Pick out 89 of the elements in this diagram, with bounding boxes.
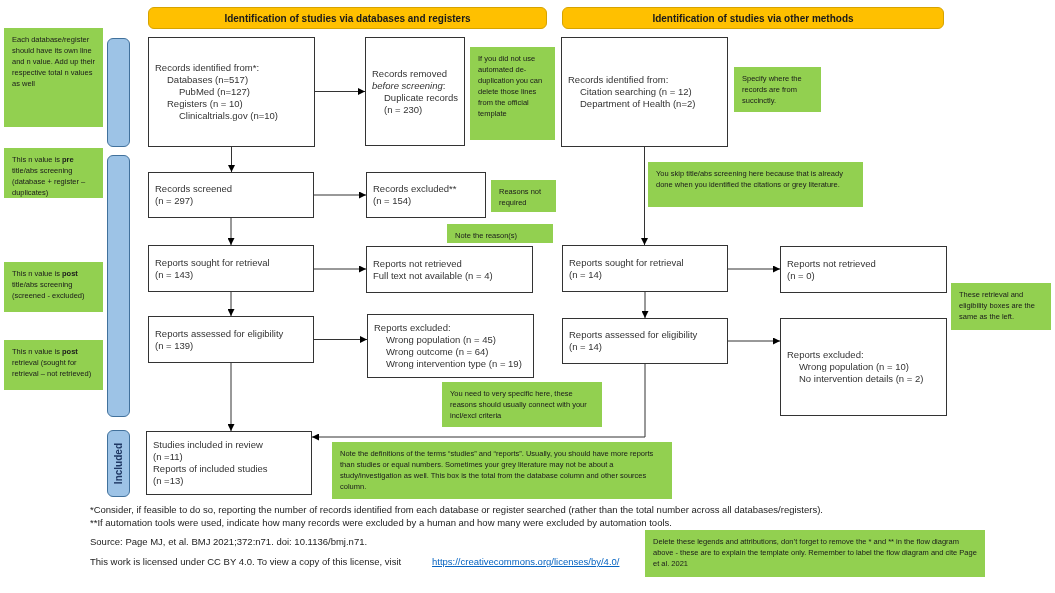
process-box (367, 314, 534, 378)
box-text: Reports excluded: (374, 322, 452, 334)
box-text: Citation searching (n = 12) (579, 86, 693, 98)
sticky-note (332, 442, 672, 499)
arrow (727, 265, 781, 273)
arrow (314, 88, 366, 95)
arrow (227, 362, 235, 432)
arrow (313, 336, 368, 343)
section-header: Identification of studies via other methods (562, 7, 944, 29)
box-text: Reports not retrieved (787, 257, 877, 270)
box-text: (n = 14) (569, 341, 603, 353)
box-text: Records identified from*: (155, 62, 261, 74)
process-box (146, 431, 312, 495)
box-text: Reports sought for retrieval (155, 256, 271, 269)
box-text: (n = 14) (569, 268, 603, 281)
box-text: Reports of included studies (153, 463, 269, 475)
box-text: Wrong population (n = 45) (385, 334, 497, 346)
box-text: (n = 0) (787, 269, 816, 282)
process-box (366, 246, 533, 293)
box-text: Reports not retrieved (373, 257, 463, 270)
box-text: Studies included in review (153, 439, 264, 451)
sticky-note (4, 262, 103, 312)
process-box (562, 318, 728, 364)
box-text: Duplicate records (383, 91, 458, 104)
sticky-note (4, 340, 103, 390)
box-text: (n = 297) (155, 195, 195, 207)
side-band (107, 38, 130, 147)
sticky-note (734, 67, 821, 112)
arrow (311, 363, 646, 441)
section-header: Identification of studies via databases and registers (148, 7, 547, 29)
side-band (107, 155, 130, 417)
box-text: Clinicaltrials.gov (n=10) (178, 110, 279, 122)
process-box (148, 172, 314, 218)
box-text: (n =13) (153, 475, 185, 487)
arrow (641, 291, 649, 319)
arrow (313, 191, 367, 199)
box-text: Wrong population (n = 10) (798, 361, 910, 373)
box-text: No intervention details (n = 2) (798, 373, 925, 385)
band-label: Included (112, 442, 125, 485)
license-link: https://creativecommons.org/licenses/by/4.0/ (432, 555, 620, 569)
box-text: Reports assessed for eligibility (155, 327, 285, 340)
box-text: Department of Health (n=2) (579, 98, 697, 110)
sticky-note (645, 530, 985, 577)
process-box (365, 37, 465, 146)
process-box (148, 316, 314, 363)
arrow (228, 146, 235, 173)
sticky-note (491, 180, 556, 212)
process-box (780, 318, 947, 416)
box-text: (n =11) (153, 451, 184, 463)
box-text: (n = 139) (155, 339, 195, 352)
box-text: Wrong outcome (n = 64) (385, 346, 490, 358)
box-text: Records excluded** (373, 183, 458, 195)
footnote-text: Source: Page MJ, et al. BMJ 2021;372:n71. doi: 10.1136/bmj.n71. (90, 535, 368, 549)
sticky-note (470, 47, 555, 140)
box-text: Databases (n=517) (166, 74, 250, 86)
box-text: (n = 143) (155, 268, 195, 281)
box-text: Records removed before screening: (372, 67, 448, 92)
box-text: (n = 230) (383, 103, 424, 116)
footnote-text: **If automation tools were used, indicate how many records were excluded by a human and how many were excluded by automation tools. (90, 516, 672, 530)
sticky-note (447, 224, 553, 243)
sticky-note (4, 28, 103, 127)
sticky-note (442, 382, 602, 427)
box-text: Reports sought for retrieval (569, 256, 685, 269)
box-text: Wrong intervention type (n = 19) (385, 358, 523, 370)
sticky-note (648, 162, 863, 207)
footnote-text: This work is licensed under CC BY 4.0. To view a copy of this license, visit (90, 555, 402, 569)
sticky-note (951, 283, 1051, 330)
box-text: Reports assessed for eligibility (569, 329, 699, 341)
box-text: Records screened (155, 183, 234, 195)
arrow (227, 291, 235, 317)
arrow (227, 217, 235, 246)
process-box (366, 172, 486, 218)
box-text: (n = 154) (373, 195, 413, 207)
arrow (727, 337, 781, 345)
process-box (561, 37, 728, 147)
process-box (780, 246, 947, 293)
box-text: Full text not available (n = 4) (373, 269, 494, 282)
box-text: Records identified from: (568, 74, 670, 86)
arrow (641, 146, 648, 246)
sticky-note (4, 148, 103, 198)
process-box (148, 37, 315, 147)
box-text: PubMed (n=127) (178, 86, 252, 98)
box-text: Reports excluded: (787, 349, 865, 361)
box-text: Registers (n = 10) (166, 98, 244, 110)
side-band (107, 430, 130, 497)
arrow (313, 265, 367, 273)
process-box (562, 245, 728, 292)
process-box (148, 245, 314, 292)
footnote-text: *Consider, if feasible to do so, reporting the number of records identified from each database or register searched (rather than the total number across all databases/registers). (90, 503, 823, 517)
